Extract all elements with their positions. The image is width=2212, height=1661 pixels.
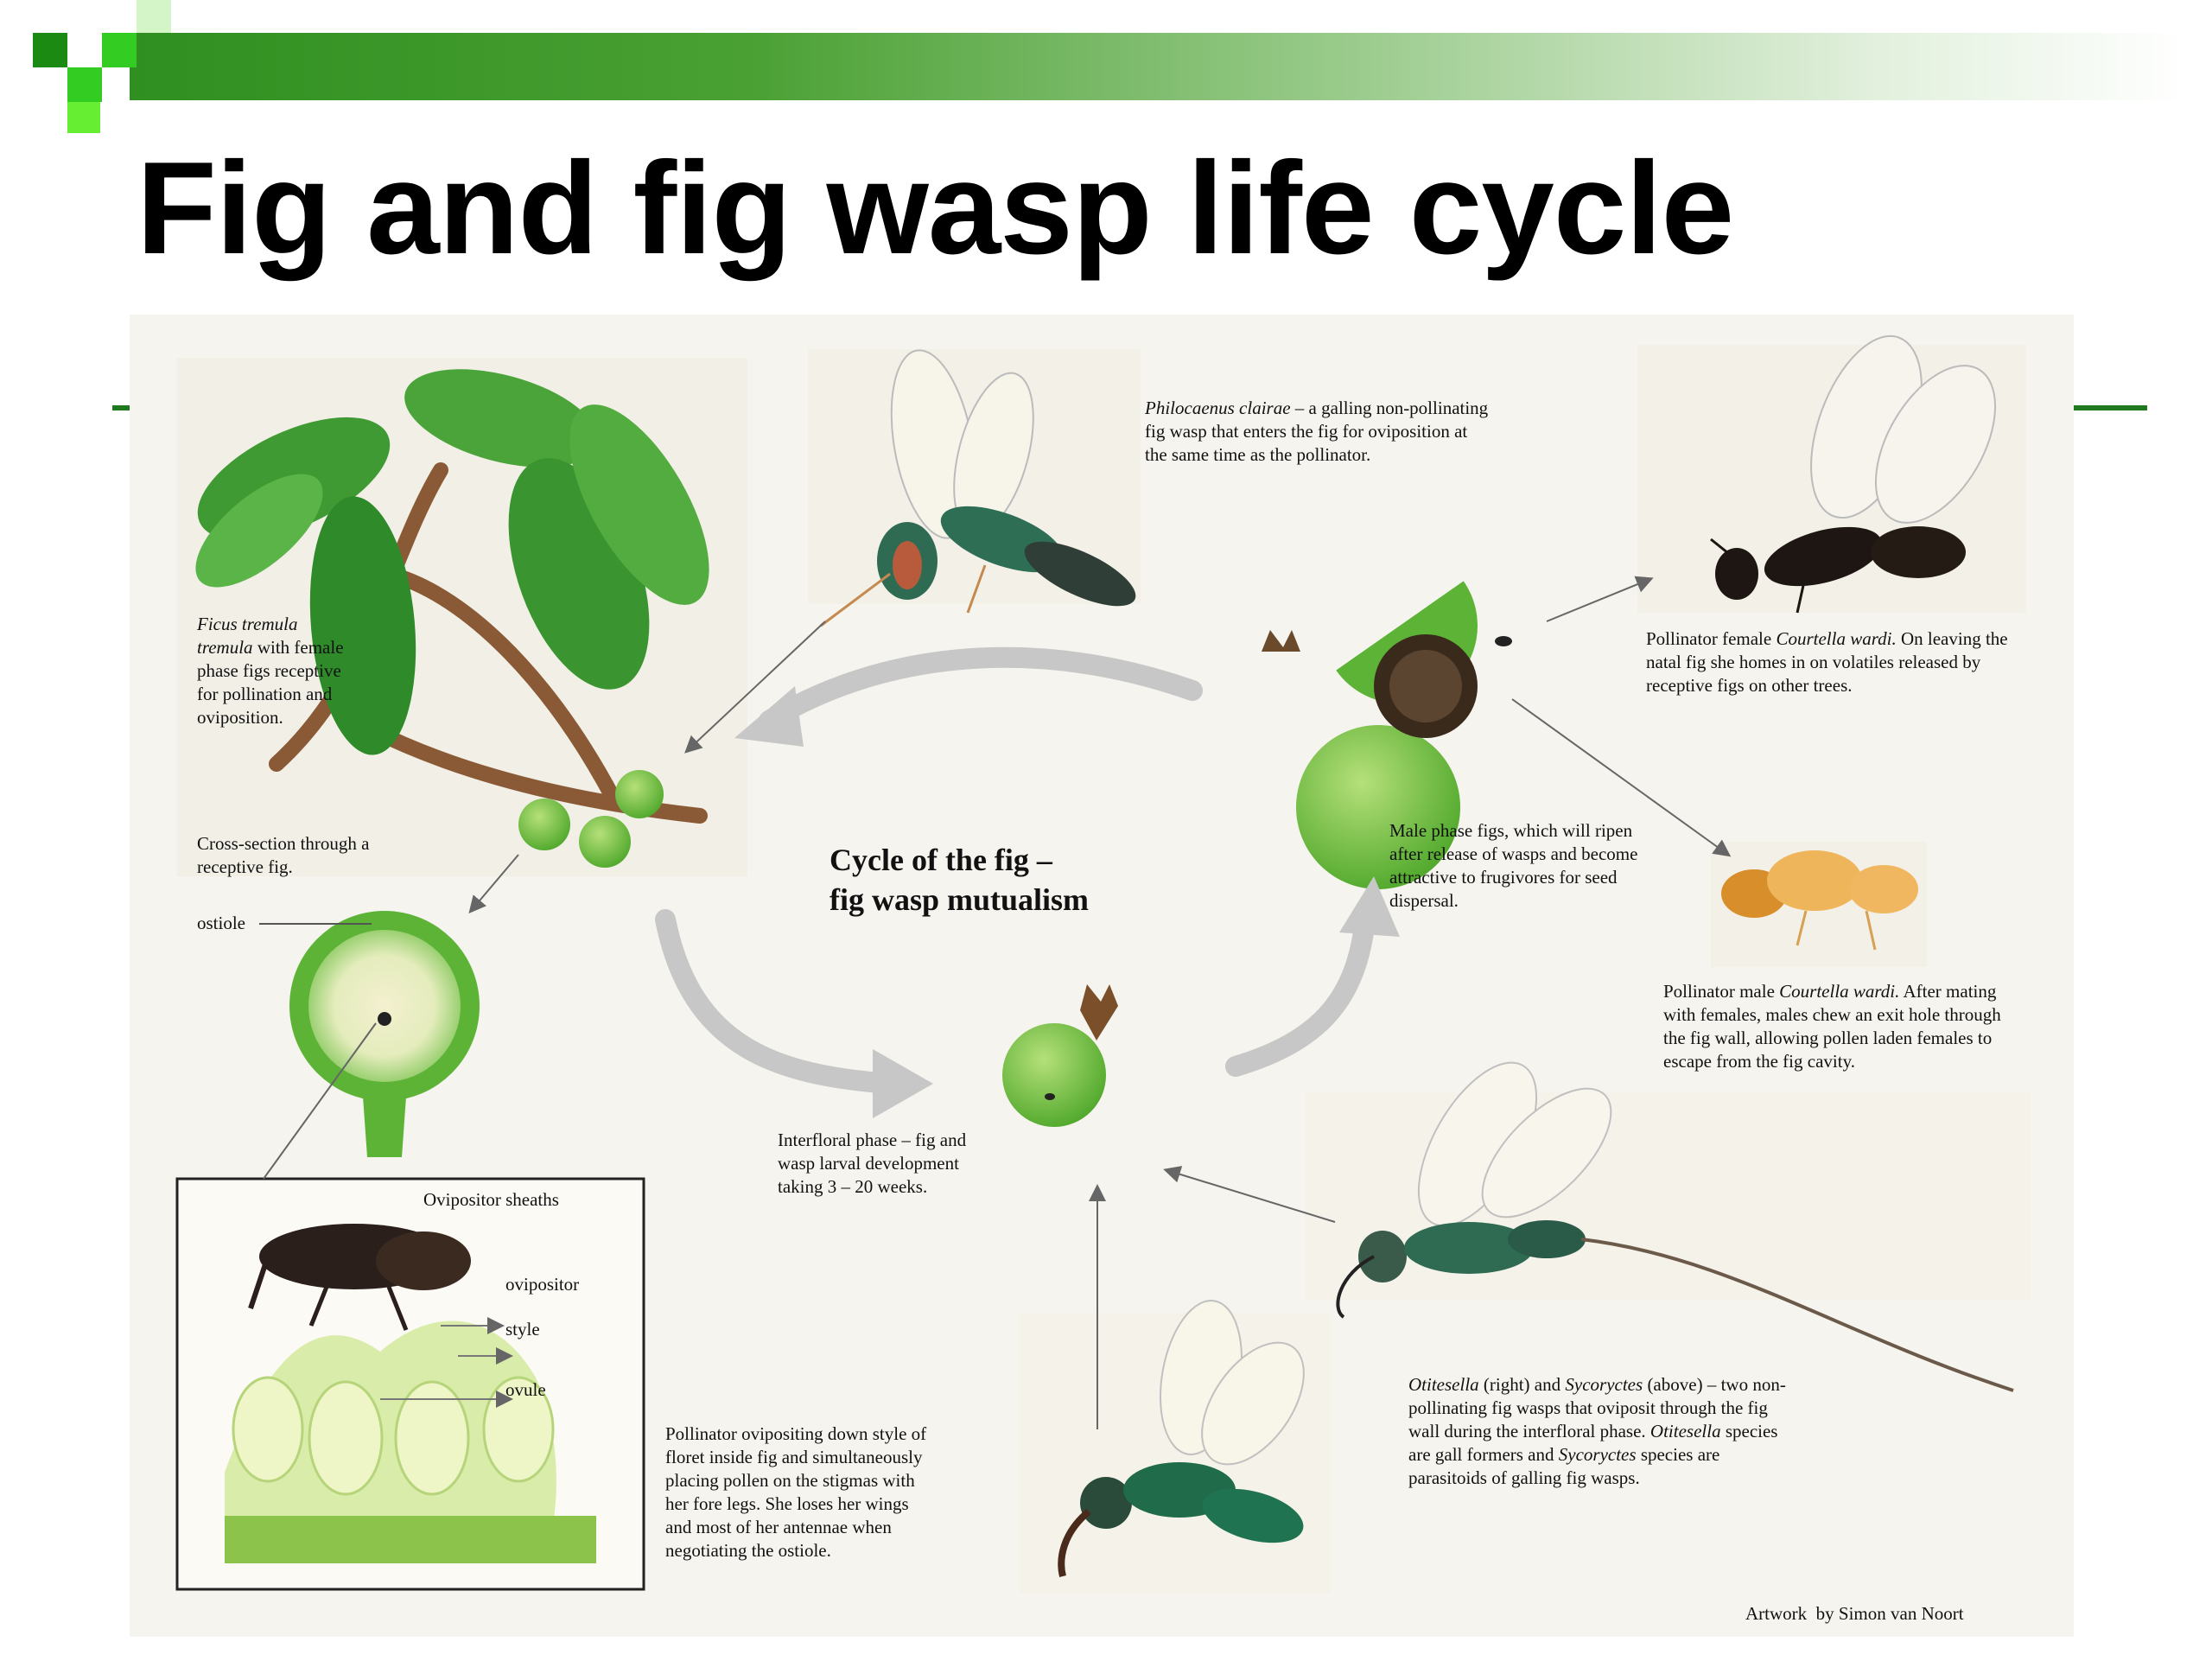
decor-square xyxy=(67,67,102,102)
ficus-caption: Ficus tremula tremula with female phase … xyxy=(197,614,344,728)
pollinator-male-wasp-illustration xyxy=(1711,842,1927,967)
ostiole-label: ostiole xyxy=(197,913,245,933)
ovipositor-sheaths-label: Ovipositor sheaths xyxy=(423,1189,559,1210)
decor-square xyxy=(102,33,137,67)
cycle-heading-line-1: Cycle of the fig – xyxy=(830,843,1052,877)
divider-left xyxy=(112,405,138,410)
fig-cross-section-illustration xyxy=(259,911,480,1157)
style-label: style xyxy=(505,1319,540,1340)
cycle-arrowheads xyxy=(734,686,1400,1118)
decor-square xyxy=(137,0,171,33)
slide-title: Fig and fig wasp life cycle xyxy=(137,135,1734,282)
diagram-artwork xyxy=(175,334,2031,1594)
pollinator-female-wasp-illustration xyxy=(1637,334,2026,614)
decor-square xyxy=(33,33,67,67)
sycoryctes-wasp-illustration xyxy=(1020,1300,1331,1594)
life-cycle-diagram: Cycle of the fig – fig wasp mutualism Fi… xyxy=(130,315,2074,1637)
interfloral-caption: Interfloral phase – fig and wasp larval … xyxy=(778,1130,967,1197)
otitesella-wasp-illustration xyxy=(1305,1061,2031,1392)
otitesella-caption: Otitesella (right) and Sycoryctes (above… xyxy=(1408,1374,1786,1488)
cycle-heading-line-2: fig wasp mutualism xyxy=(830,882,1090,917)
ovule-label: ovule xyxy=(505,1379,546,1400)
philocaenus-caption: Philocaenus clairae – a galling non-poll… xyxy=(1145,398,1489,465)
pollinator-female-caption: Pollinator female Courtella wardi. On le… xyxy=(1646,628,2008,696)
pollinator-male-caption: Pollinator male Courtella wardi. After m… xyxy=(1663,981,2001,1072)
connector-arrows xyxy=(263,576,1732,1429)
divider-right xyxy=(2069,405,2147,410)
cross-section-caption: Cross-section through a receptive fig. xyxy=(197,833,370,877)
artwork-credit: Artwork by Simon van Noort xyxy=(1745,1603,1964,1624)
philocaenus-wasp-illustration xyxy=(808,349,1141,627)
ovipositing-caption: Pollinator ovipositing down style of flo… xyxy=(665,1423,927,1561)
interfloral-fig-illustration xyxy=(1002,984,1118,1127)
ficus-branch-illustration xyxy=(177,358,747,876)
male-phase-caption: Male phase figs, which will ripen after … xyxy=(1389,820,1638,911)
ovipositor-label: ovipositor xyxy=(505,1274,580,1295)
male-phase-figs-illustration xyxy=(1262,581,1512,889)
title-accent-bar xyxy=(130,33,2186,100)
cycle-arrows xyxy=(655,646,1376,1094)
ovipositing-inset xyxy=(175,1177,645,1591)
decor-square xyxy=(67,102,100,133)
